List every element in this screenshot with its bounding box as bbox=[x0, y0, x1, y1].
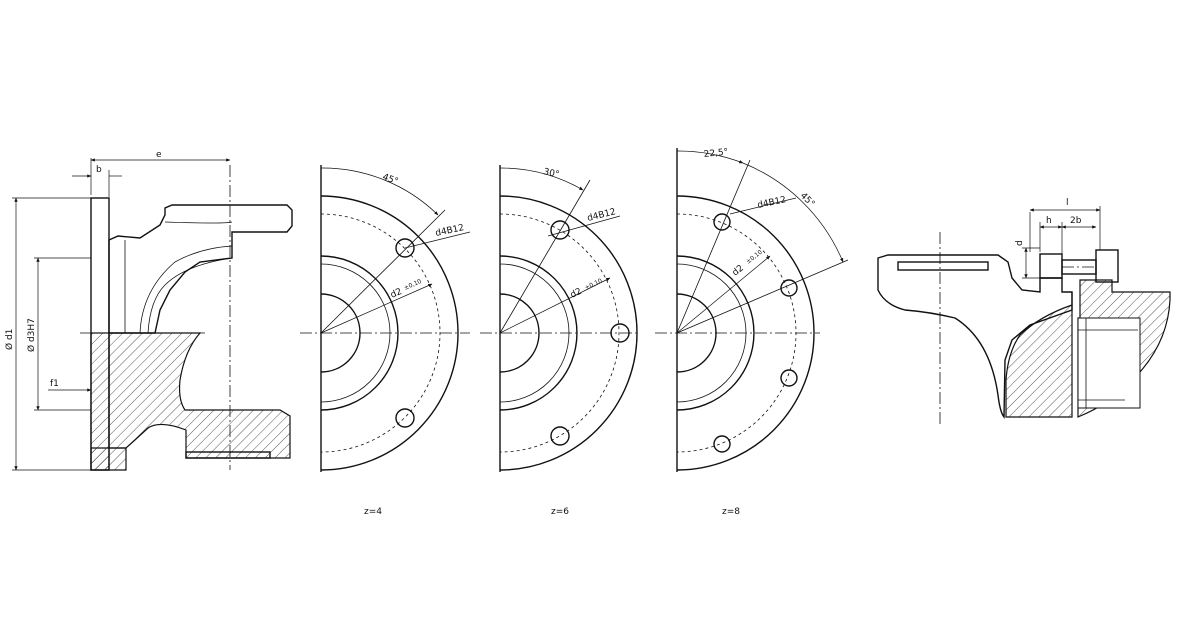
z6-pcd-label: d2 bbox=[569, 287, 584, 301]
dim-d-label: d bbox=[1015, 240, 1025, 246]
dim-l-label: l bbox=[1066, 198, 1069, 208]
dim-d1-label: Ø d1 bbox=[4, 329, 15, 350]
z8-angle-b-label: 45° bbox=[798, 191, 816, 209]
dim-e-label: e bbox=[156, 150, 162, 160]
z4-pcd-label: d2 bbox=[389, 287, 404, 301]
flange-view-z6: d2 ±0,10 30° d4B12 z=6 bbox=[480, 165, 640, 517]
dim-b-label: b bbox=[96, 165, 102, 175]
bolted-joint-detail: l h 2b d bbox=[877, 198, 1171, 426]
z4-hole-label: d4B12 bbox=[435, 223, 466, 239]
flange-view-z4: d2 ±0,10 45° d4B12 z=4 bbox=[300, 165, 471, 517]
z8-angle-a-label: 22,5° bbox=[703, 147, 728, 160]
dim-h-label: h bbox=[1046, 216, 1052, 226]
dim-d3-label: Ø d3H7 bbox=[26, 318, 37, 352]
caption-z4: z=4 bbox=[364, 507, 382, 517]
dim-f1-label: f1 bbox=[50, 379, 59, 389]
z8-pcd-label: d2 bbox=[731, 263, 746, 278]
flange-yoke-side-view: e b Ø d1 Ø d3H7 f1 bbox=[4, 150, 293, 471]
caption-z8: z=8 bbox=[722, 507, 740, 517]
flange-view-z8: d2 ±0,10 22,5° 45° d4B12 z=8 bbox=[655, 147, 849, 517]
dim-2b-label: 2b bbox=[1070, 216, 1082, 226]
z6-angle-label: 30° bbox=[542, 167, 560, 180]
z8-hole-label: d4B12 bbox=[757, 195, 788, 211]
caption-z6: z=6 bbox=[551, 507, 569, 517]
z6-pcd-tol: ±0,10 bbox=[584, 277, 604, 291]
z4-angle-label: 45° bbox=[381, 172, 399, 187]
